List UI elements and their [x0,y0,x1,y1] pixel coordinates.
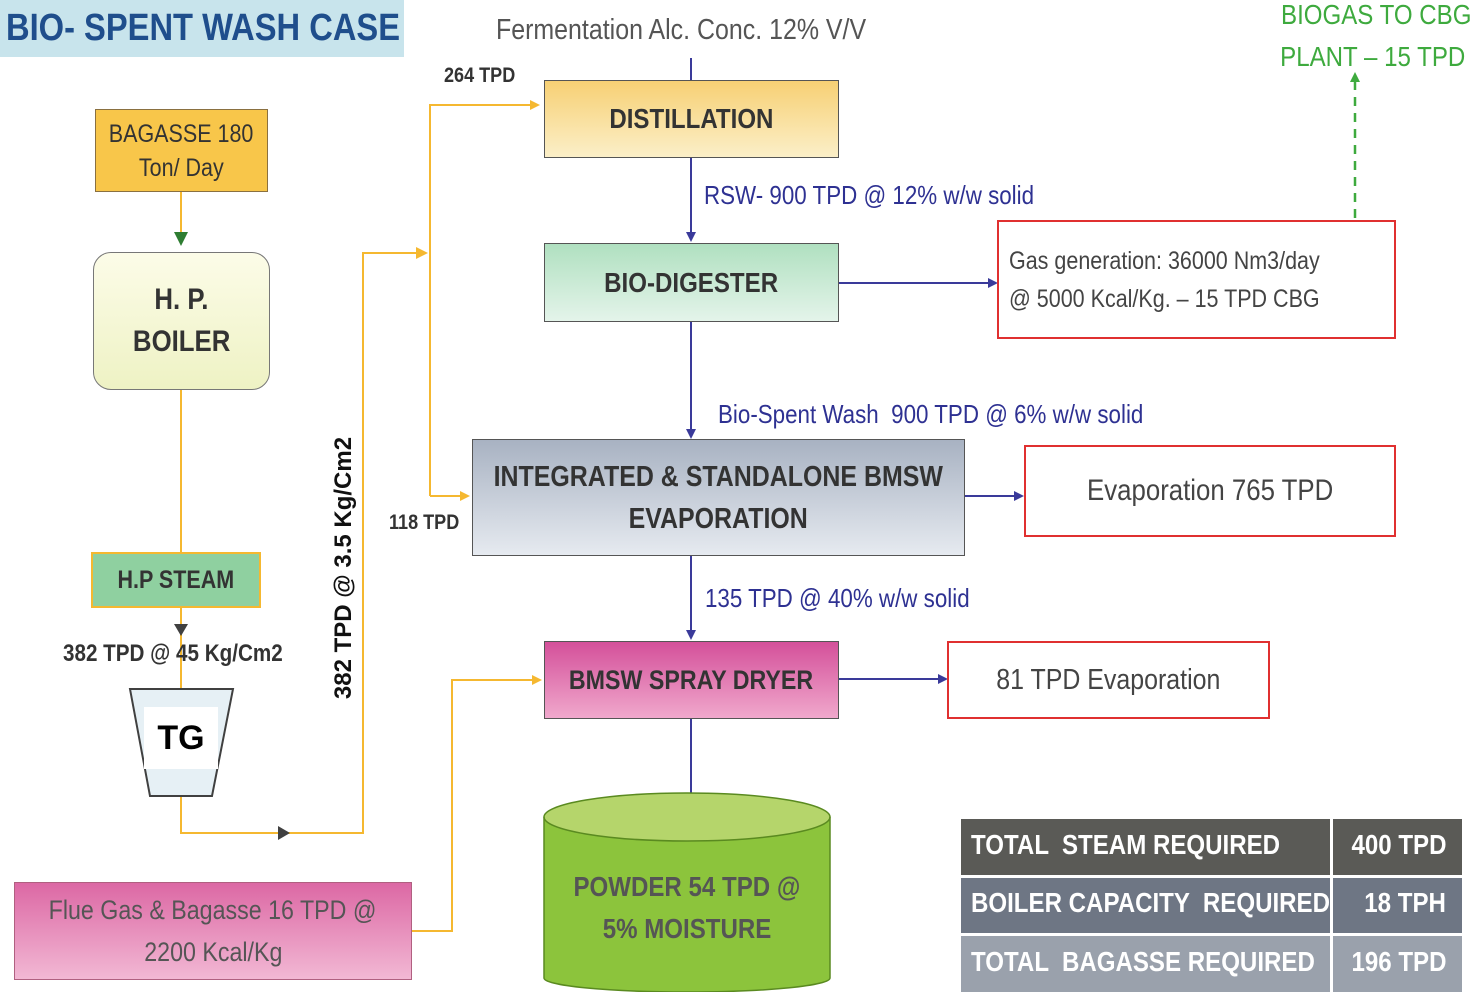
riser-arrowhead [416,247,428,259]
evaporation-unit-line2: EVAPORATION [628,502,809,535]
biodigester-box: BIO-DIGESTER [544,243,839,322]
summary-label-steam: TOTAL STEAM REQUIRED [971,829,1281,860]
bagasse-label-line1: BAGASSE 180 [109,119,254,148]
hp-steam-box: H.P STEAM [91,552,261,608]
steam-flow-label: 382 TPD @ 45 Kg/Cm2 [63,640,283,667]
concentrate-flow-label: 135 TPD @ 40% w/w solid [705,583,970,613]
summary-value-bagasse: 196 TPD [1350,946,1446,977]
steam-to-tg-arrowhead [174,624,188,636]
powder-cylinder-body [544,817,830,992]
page-title-box: BIO- SPENT WASH CASE [0,0,404,57]
gas-gen-line2: @ 5000 Kcal/Kg. – 15 TPD CBG [1009,285,1320,313]
boiler-label-line2: BOILER [132,325,231,358]
rsw-label: RSW- 900 TPD @ 12% w/w solid [704,180,1035,210]
biogas-label: BIOGAS TO CBG PLANT – 15 TPD [1280,0,1471,72]
flue-gas-line2: 2200 Kcal/Kg [143,937,283,967]
tg-exhaust-line [180,252,425,834]
summary-label-bagasse: TOTAL BAGASSE REQUIRED [971,946,1315,977]
bagasse-box: BAGASSE 180 Ton/ Day [95,109,268,192]
gas-gen-line1: Gas generation: 36000 Nm3/day [1009,247,1320,275]
powder-label: POWDER 54 TPD @ 5% MOISTURE [544,862,830,954]
tg-label-box: TG [144,707,218,769]
evaporation-output-box: Evaporation 765 TPD [1024,445,1396,537]
distillation-box: DISTILLATION [544,80,839,158]
page-title: BIO- SPENT WASH CASE [6,7,401,49]
flue-gas-to-dryer-line [412,675,542,932]
bagasse-to-boiler-arrowhead [174,232,188,246]
tg-exhaust-arrowhead [278,826,290,840]
summary-row-steam: TOTAL STEAM REQUIRED 400 TPD [961,819,1462,875]
summary-label-boiler: BOILER CAPACITY REQUIRED [971,887,1331,918]
spray-dryer-box: BMSW SPRAY DRYER [544,641,839,719]
summary-row-bagasse: TOTAL BAGASSE REQUIRED 196 TPD [961,936,1462,992]
summary-row-boiler: BOILER CAPACITY REQUIRED 18 TPH [961,878,1462,933]
boiler-label-line1: H. P. [154,283,209,316]
hp-boiler-box: H. P. BOILER [93,252,270,390]
summary-value-steam: 400 TPD [1350,829,1446,860]
dryer-output-box: 81 TPD Evaporation [947,641,1270,719]
flue-gas-box: Flue Gas & Bagasse 16 TPD @ 2200 Kcal/Kg [14,882,412,980]
powder-cylinder-outline [543,817,831,992]
bio-spent-label: Bio-Spent Wash 900 TPD @ 6% w/w solid [718,399,1144,429]
summary-column-divider [1330,819,1333,992]
flow-118-label: 118 TPD [389,511,460,534]
bagasse-label-line2: Ton/ Day [139,153,224,182]
steam-to-distillation-line [429,100,540,496]
summary-value-boiler: 18 TPH [1364,887,1446,918]
powder-line1: POWDER 54 TPD @ [573,871,801,902]
fermentation-label: Fermentation Alc. Conc. 12% V/V [496,14,867,46]
powder-cylinder-top [543,792,831,842]
evaporation-unit-box: INTEGRATED & STANDALONE BMSW EVAPORATION [472,439,965,556]
tg-label: TG [157,718,205,757]
flue-gas-line1: Flue Gas & Bagasse 16 TPD @ [49,895,377,925]
gas-generation-box: Gas generation: 36000 Nm3/day @ 5000 Kca… [997,220,1396,339]
summary-table: TOTAL STEAM REQUIRED 400 TPD BOILER CAPA… [961,819,1462,992]
powder-line2: 5% MOISTURE [602,913,772,944]
evaporation-unit-line1: INTEGRATED & STANDALONE BMSW [493,460,944,493]
flow-264-label: 264 TPD [444,64,516,87]
vertical-flow-label: 382 TPD @ 3.5 Kg/Cm2 [330,436,357,700]
